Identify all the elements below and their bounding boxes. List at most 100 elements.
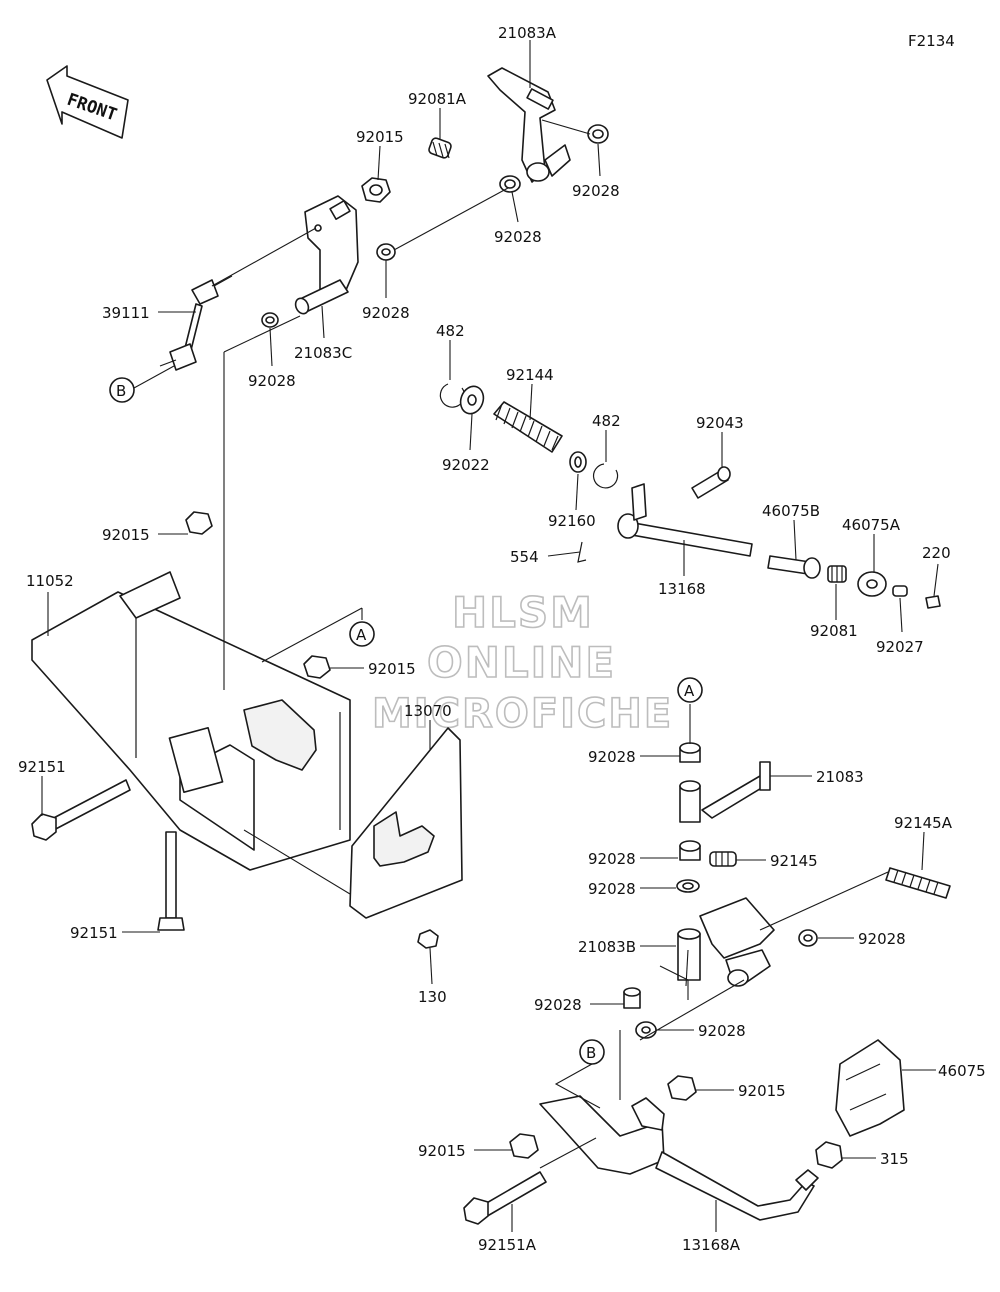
part-label: 92015 bbox=[418, 1142, 466, 1160]
nut-92015-mid-icon bbox=[303, 655, 331, 679]
spring-92081-icon bbox=[827, 565, 847, 583]
part-label: 92160 bbox=[548, 512, 596, 530]
frame-11052-icon bbox=[31, 571, 351, 871]
part-label: 92015 bbox=[356, 128, 404, 146]
ref-a-lower-label: A bbox=[684, 682, 695, 700]
ref-b-lower-label: B bbox=[586, 1044, 596, 1062]
part-label: 92145 bbox=[770, 852, 818, 870]
pivot-bolt-46075b-icon bbox=[767, 555, 821, 579]
bushing-92028-j-icon bbox=[635, 1021, 657, 1039]
ref-b-lower: B bbox=[579, 1039, 605, 1065]
part-label: 92028 bbox=[494, 228, 542, 246]
part-label: 92015 bbox=[102, 526, 150, 544]
part-label: 21083A bbox=[498, 24, 557, 42]
part-label: 92015 bbox=[368, 660, 416, 678]
bolt-92151a-icon bbox=[463, 1171, 547, 1225]
bushing-92028-h-icon bbox=[798, 929, 818, 947]
part-label: 92028 bbox=[588, 850, 636, 868]
bushing-92028-i-icon bbox=[623, 987, 641, 1009]
watermark-line3: MICROFICHE bbox=[372, 691, 673, 737]
washer-92022-icon bbox=[459, 385, 485, 415]
collar-21083c-icon bbox=[294, 279, 349, 315]
ref-a-upper-label: A bbox=[356, 626, 367, 644]
part-label: 92028 bbox=[698, 1022, 746, 1040]
part-label: 92028 bbox=[858, 930, 906, 948]
part-labels: 21083A 92081A 92015 92028 92028 39111 92… bbox=[18, 24, 986, 1254]
bushing-92028-g-icon bbox=[676, 879, 700, 893]
leader-lines bbox=[41, 40, 939, 1232]
part-label: 21083C bbox=[294, 344, 352, 362]
watermark-line2: ONLINE bbox=[427, 638, 616, 687]
shift-knob-46075-icon bbox=[835, 1039, 905, 1137]
nut-315-icon bbox=[815, 1141, 843, 1169]
spring-92145-icon bbox=[709, 851, 737, 867]
part-label: 315 bbox=[880, 1150, 909, 1168]
bracket-21083-icon bbox=[679, 761, 771, 823]
part-label: 482 bbox=[436, 322, 465, 340]
part-label: 21083B bbox=[578, 938, 636, 956]
part-label: 220 bbox=[922, 544, 951, 562]
watermark: HLSM ONLINE MICROFICHE bbox=[371, 587, 673, 738]
ref-a-upper: A bbox=[349, 621, 375, 647]
part-label: 92145A bbox=[894, 814, 953, 832]
bushing-92028-c-icon bbox=[499, 175, 521, 193]
bushing-92028-f-icon bbox=[679, 840, 701, 861]
part-label: 130 bbox=[418, 988, 447, 1006]
lever-bracket-21083a-icon bbox=[487, 67, 571, 183]
figure-code: F2134 bbox=[908, 32, 955, 50]
pin-92043-icon bbox=[691, 466, 731, 499]
part-label: 92028 bbox=[248, 372, 296, 390]
part-label: 13168A bbox=[682, 1236, 741, 1254]
cotter-pin-554-icon bbox=[577, 541, 587, 563]
bolt-92151-horizontal-icon bbox=[31, 779, 131, 841]
nut-92015-bottom-right-icon bbox=[667, 1075, 697, 1101]
ref-b-upper-label: B bbox=[116, 382, 126, 400]
part-label: 92028 bbox=[572, 182, 620, 200]
bolt-130-icon bbox=[417, 929, 439, 949]
part-label: 13070 bbox=[404, 702, 452, 720]
part-label: 92028 bbox=[588, 880, 636, 898]
part-label: 92043 bbox=[696, 414, 744, 432]
part-label: 92027 bbox=[876, 638, 924, 656]
spring-92145a-icon bbox=[885, 867, 951, 899]
circlip-482-b-icon bbox=[592, 463, 619, 489]
part-label: 92028 bbox=[534, 996, 582, 1014]
part-label: 46075B bbox=[762, 502, 820, 520]
tie-rod-39111-icon bbox=[159, 275, 233, 371]
part-label: 554 bbox=[510, 548, 539, 566]
front-arrow-icon: FRONT bbox=[46, 65, 129, 139]
shift-shaft-13168-icon bbox=[617, 483, 753, 557]
nut-92015-frame-top-icon bbox=[185, 511, 213, 535]
part-label: 92028 bbox=[588, 748, 636, 766]
bushing-92028-b-icon bbox=[376, 243, 396, 261]
knob-46075a-icon bbox=[857, 571, 887, 597]
part-label: 11052 bbox=[26, 572, 74, 590]
part-label: 39111 bbox=[102, 304, 150, 322]
part-label: 92015 bbox=[738, 1082, 786, 1100]
part-label: 92022 bbox=[442, 456, 490, 474]
part-label: 46075A bbox=[842, 516, 901, 534]
part-label: 482 bbox=[592, 412, 621, 430]
part-label: 21083 bbox=[816, 768, 864, 786]
bracket-21083b-icon bbox=[677, 897, 775, 987]
ref-b-upper: B bbox=[109, 377, 135, 403]
gate-plate-13070-icon bbox=[349, 727, 463, 919]
part-label: 92151 bbox=[18, 758, 66, 776]
bushing-92028-a-icon bbox=[261, 312, 279, 328]
nut-92015-bottom-left-icon bbox=[509, 1133, 539, 1159]
part-label: 92151A bbox=[478, 1236, 537, 1254]
nut-92015-top-icon bbox=[361, 177, 391, 203]
part-label: 13168 bbox=[658, 580, 706, 598]
shift-lever-13168a-icon bbox=[539, 1095, 819, 1221]
watermark-line1: HLSM bbox=[452, 588, 594, 637]
ref-a-lower: A bbox=[677, 677, 703, 703]
part-label: 92151 bbox=[70, 924, 118, 942]
bushing-92028-d-icon bbox=[587, 124, 609, 144]
part-label: 46075 bbox=[938, 1062, 986, 1080]
part-label: 92028 bbox=[362, 304, 410, 322]
ring-92160-icon bbox=[569, 451, 587, 473]
spring-92081a-icon bbox=[428, 137, 452, 159]
part-label: 92081A bbox=[408, 90, 467, 108]
screw-220-icon bbox=[925, 595, 941, 609]
